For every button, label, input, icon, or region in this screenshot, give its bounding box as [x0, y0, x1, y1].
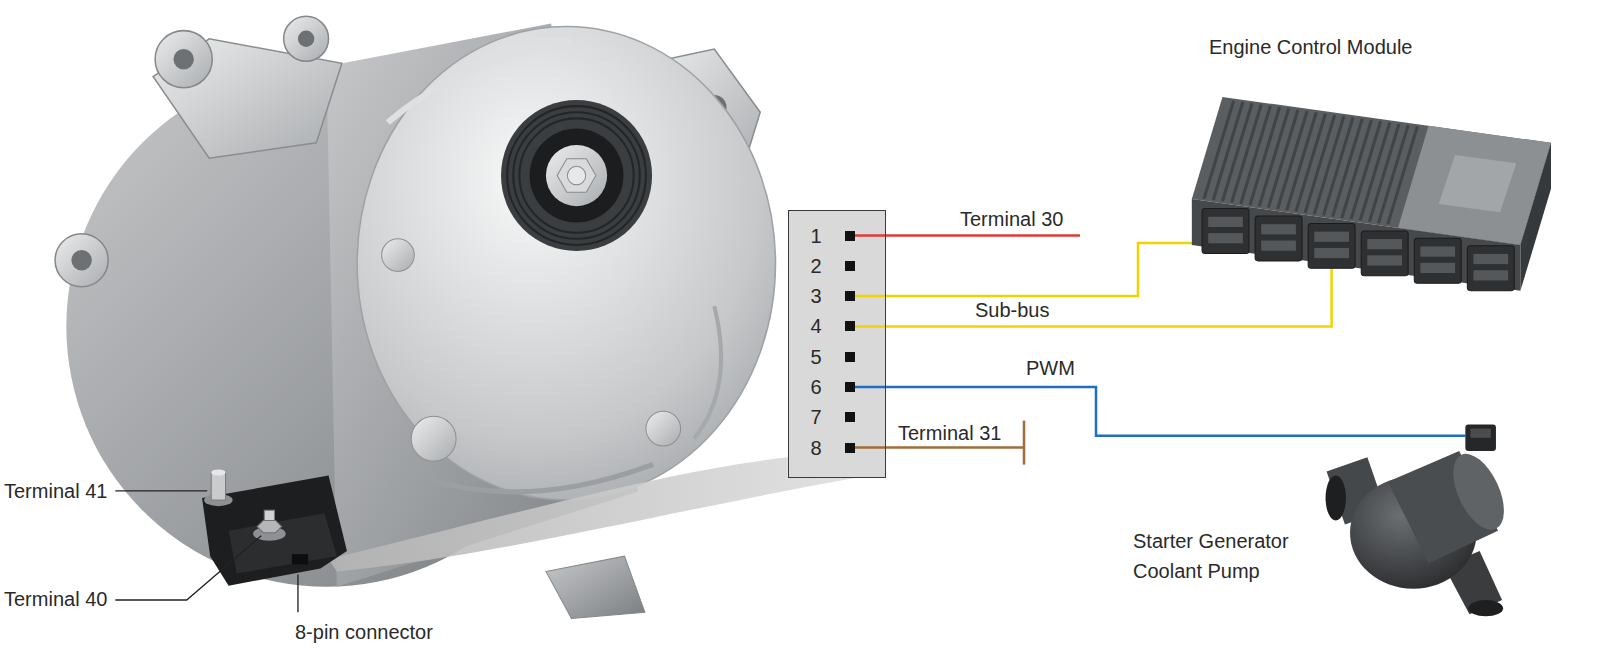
pin-square [845, 352, 855, 362]
pump-title: Starter Generator Coolant Pump [1133, 526, 1308, 586]
ecm-connector-pins [1261, 224, 1296, 234]
ecm-connector [1255, 216, 1302, 261]
housing-boss [382, 239, 415, 272]
mounting-hole [71, 250, 91, 270]
terminal-label: Terminal 31 [898, 421, 1001, 445]
ecm-connector [1467, 246, 1514, 291]
module-title: Engine Control Module [1209, 36, 1412, 59]
pin-number: 6 [793, 375, 839, 399]
terminal-31-wire [850, 446, 1024, 449]
connector-socket [292, 554, 308, 564]
pump-electrical-connector [1465, 425, 1496, 452]
signal-label: Sub-bus [975, 300, 1050, 320]
starter-generator-coolant-pump: Starter Generator Coolant Pump [1128, 414, 1508, 624]
pulley-groove [519, 118, 633, 232]
mounting-hole [173, 49, 193, 69]
connector-housing-face [229, 513, 337, 573]
housing-rib [429, 464, 653, 492]
ecm-connector-pins [1473, 270, 1508, 280]
pin-number: 4 [793, 314, 839, 338]
pin-number: 2 [793, 254, 839, 278]
pulley [501, 100, 652, 251]
mounting-ear [284, 16, 329, 61]
ecm-illustration [1190, 30, 1556, 308]
ecm-connector [1361, 231, 1408, 276]
connector-label: 8-pin connector [295, 620, 433, 644]
pin-square [845, 231, 855, 241]
mounting-hole [298, 31, 314, 47]
housing-boss [646, 411, 681, 446]
leader-line [297, 575, 298, 613]
terminal-stud-top [211, 469, 225, 475]
ecm-label-detail [1439, 155, 1517, 212]
engine-control-module: Engine Control Module [1190, 30, 1556, 308]
ecm-connector-pins [1314, 248, 1349, 258]
pump-illustration [1128, 414, 1508, 624]
pin-box-fill [788, 210, 886, 478]
pump-outlet-opening [1468, 600, 1503, 616]
leader-line [115, 536, 261, 600]
pump-inlet-opening [1326, 476, 1346, 521]
connector-funnel [329, 457, 858, 571]
ecm-connector-pins [1420, 263, 1455, 273]
ecm-connector-pins [1208, 233, 1243, 243]
terminal-stud [211, 472, 225, 500]
signal-wire [850, 243, 1202, 296]
ecm-connector [1202, 209, 1249, 254]
terminal-30-wire [850, 234, 1080, 237]
ecm-connector [1308, 223, 1355, 268]
ecm-connector [1414, 238, 1461, 283]
housing-rib [694, 306, 721, 439]
ecm-connector-pins [1367, 255, 1402, 265]
signal-label: PWM [1026, 356, 1075, 380]
mounting-ear [55, 234, 108, 287]
pin-square [845, 412, 855, 422]
pump-motor-cap [1443, 446, 1508, 537]
ecm-connector-pins [1473, 254, 1508, 264]
pin-number: 3 [793, 284, 839, 308]
pulley-hub [546, 145, 607, 206]
pin-square [845, 291, 855, 301]
pin-connector-box: 1 2 3 4 5 6 7 8 [788, 210, 886, 478]
ecm-connector-pins [1314, 232, 1349, 242]
terminal-label: Terminal 30 [960, 207, 1063, 231]
generator-front-face [357, 27, 775, 500]
housing-boss [411, 416, 456, 461]
terminal-nut [257, 520, 281, 532]
ecm-side-face [1520, 143, 1551, 291]
mounting-ear [155, 31, 212, 88]
pin-number: 5 [793, 345, 839, 369]
pin-number: 7 [793, 405, 839, 429]
pin-square [845, 321, 855, 331]
pin-number: 8 [793, 436, 839, 460]
ecm-front-face [1192, 199, 1521, 291]
terminal-label: Terminal 41 [4, 479, 107, 503]
pump-connector-face [1470, 429, 1490, 438]
pin-square [845, 261, 855, 271]
ecm-connector-pins [1420, 246, 1455, 256]
pin-square [845, 443, 855, 453]
mounting-lug [546, 556, 645, 618]
ecm-connector-pins [1367, 239, 1402, 249]
ecm-connector-pins [1208, 217, 1243, 227]
pulley-groove [507, 106, 646, 245]
pin-number: 1 [793, 224, 839, 248]
ground-symbol [1023, 421, 1026, 465]
pulley-groove [513, 112, 640, 239]
pulley-nut [557, 159, 596, 193]
pin-square [845, 382, 855, 392]
signal-wire [850, 268, 1332, 326]
terminal-label: Terminal 40 [4, 587, 107, 611]
ecm-connector-pins [1261, 241, 1296, 251]
pulley-hub-ring [530, 129, 624, 223]
pulley-bolt [567, 166, 585, 184]
leader-line [115, 490, 207, 491]
